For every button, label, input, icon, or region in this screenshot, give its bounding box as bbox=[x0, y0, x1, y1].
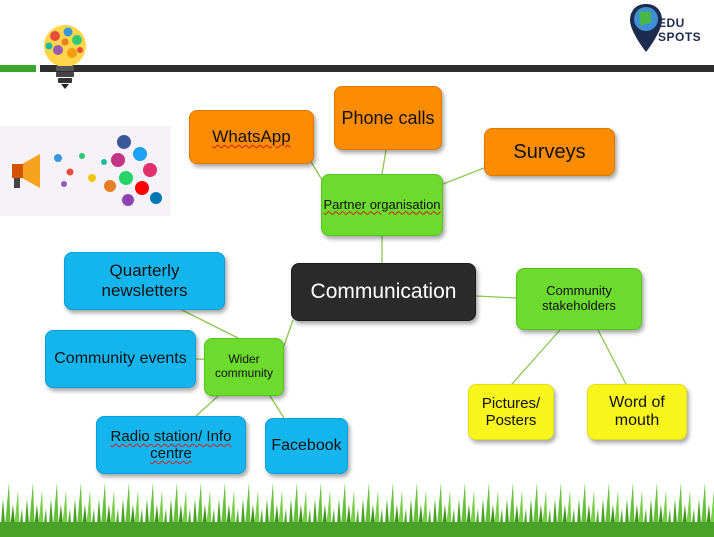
node-pictures-posters: Pictures/ Posters bbox=[468, 384, 554, 440]
node-word-of-mouth: Word of mouth bbox=[587, 384, 687, 440]
radio-station-label: Radio station/ Info centre bbox=[110, 427, 232, 462]
social-media-illustration bbox=[0, 126, 171, 216]
node-whatsapp: WhatsApp bbox=[189, 110, 314, 164]
node-radio-station: Radio station/ Info centre bbox=[96, 416, 246, 474]
partner-organisation-label: Partner organisation bbox=[323, 196, 441, 212]
node-quarterly-newsletters: Quarterly newsletters bbox=[64, 252, 225, 310]
node-surveys: Surveys bbox=[484, 128, 615, 176]
node-wider-community: Wider community bbox=[204, 338, 284, 396]
node-partner-organisation: Partner organisation bbox=[321, 174, 443, 236]
node-community-stakeholders: Community stakeholders bbox=[516, 268, 642, 330]
node-community-events: Community events bbox=[45, 330, 196, 388]
node-communication: Communication bbox=[291, 263, 476, 321]
whatsapp-label: WhatsApp bbox=[212, 127, 291, 147]
grass-border bbox=[0, 470, 714, 537]
node-phone-calls: Phone calls bbox=[334, 86, 442, 150]
node-facebook: Facebook bbox=[265, 418, 348, 474]
lightbulb-icon bbox=[44, 25, 86, 89]
logo-line-edu: EDU bbox=[658, 16, 685, 30]
header-accent-bar bbox=[0, 65, 36, 72]
logo-text: EDU SPOTS bbox=[658, 16, 701, 44]
edu-spots-logo bbox=[630, 4, 662, 52]
header-bar bbox=[40, 65, 714, 72]
logo-line-spots: SPOTS bbox=[658, 30, 702, 44]
